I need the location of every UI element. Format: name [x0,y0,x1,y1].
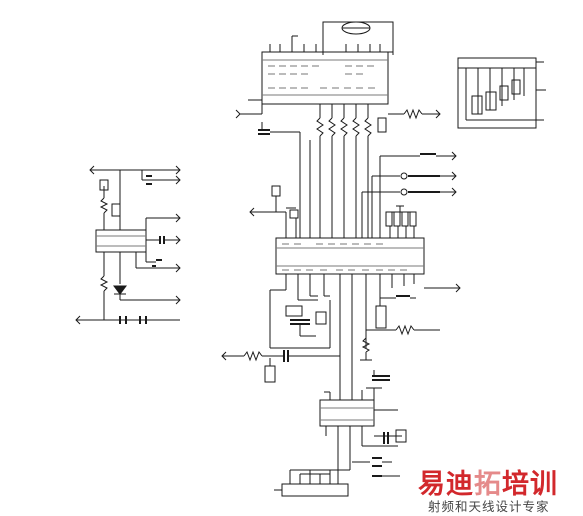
lower-ic [319,378,375,470]
main-mcu-pins [285,205,417,378]
power-regulator-ic [95,229,147,253]
main-mcu-ic [275,237,425,275]
crystal-circuit [269,289,331,349]
brand-part-2: 拓 [474,469,502,500]
power-section-wires [75,165,181,325]
motor-driver-ic [261,35,389,118]
wire-top-left-input [235,99,296,135]
ic-pin-text-top [268,65,375,89]
display-module [457,57,546,129]
lower-ic-right-caps [352,370,407,477]
resistor-ladder [296,117,372,238]
brand-logo-text: 易迪拓培训 [418,462,558,501]
brand-part-3: 培训 [502,469,558,500]
wire-lower-left-input [221,350,340,383]
brand-watermark: 易迪拓培训 射频和天线设计专家 [418,462,583,516]
brand-subtitle: 射频和天线设计专家 [428,499,550,514]
wire-mcu-left-input [249,185,299,228]
wire-mcu-right-output [360,283,461,361]
bottom-connector [274,469,350,497]
mcu-pin-text [282,243,407,271]
brand-part-1: 易迪 [418,469,474,500]
wire-right-signals [361,151,457,238]
wire-top-right-output [377,108,441,133]
